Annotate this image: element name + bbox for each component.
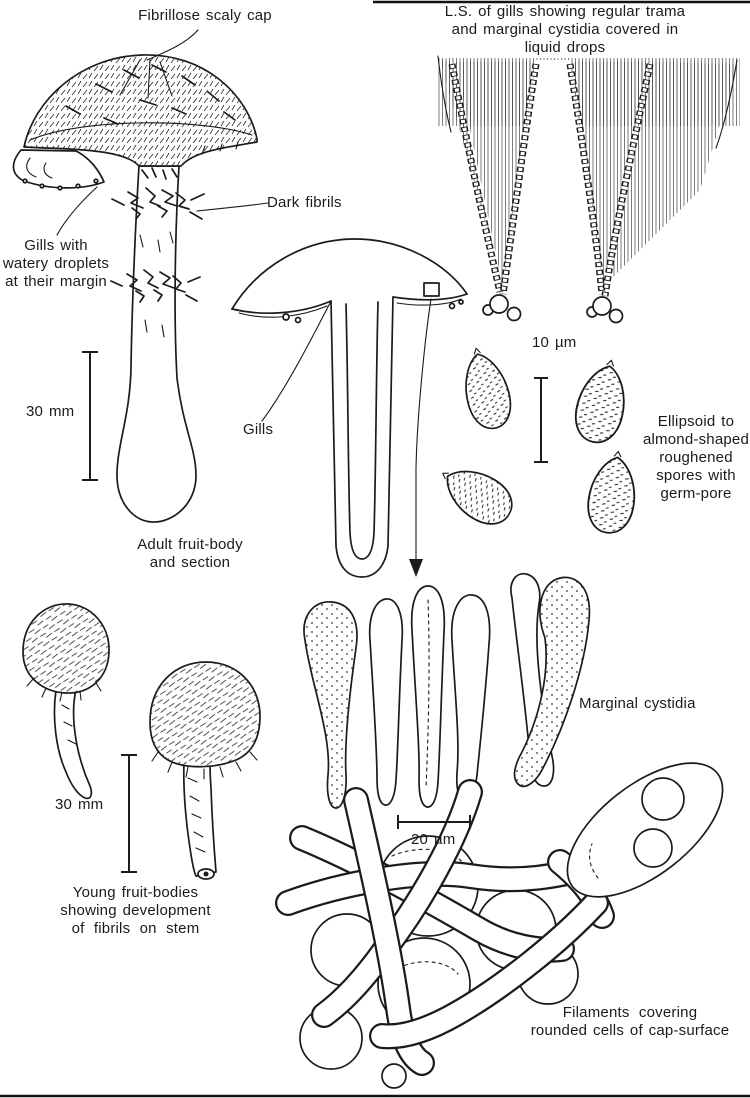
caption-line: roughened: [659, 449, 733, 466]
spores-drawing: [442, 347, 636, 534]
liquid-drops: [482, 294, 624, 324]
scale-bars: [82, 351, 548, 873]
adult-stem: [116, 165, 197, 523]
scale-label-10um: 10 µm: [532, 334, 577, 351]
caption-line: Young fruit-bodies: [72, 884, 199, 901]
scale-label-30mm-young: 30 mm: [55, 796, 104, 813]
caption-young: Young fruit-bodies showing development o…: [28, 884, 243, 938]
caption-line: of fibrils on stem: [71, 920, 200, 937]
gill-section-drawing: [437, 55, 740, 324]
section-view-drawing: [231, 238, 468, 578]
caption-line: rounded cells of cap-surface: [530, 1022, 730, 1039]
caption-line: spores with: [656, 467, 736, 484]
caption-line: L.S. of gills showing regular trama: [444, 3, 686, 20]
caption-spores: Ellipsoid to almond-shaped roughened spo…: [640, 413, 750, 503]
young-cap: [22, 603, 110, 702]
leader-dark-fibrils: [196, 202, 269, 212]
rounded-cell: [381, 1063, 407, 1089]
young-cap-2: [149, 661, 261, 780]
scale-bar-30mm-adult: [82, 351, 98, 481]
leader-fibrillose-cap: [146, 29, 199, 61]
caption-line: germ-pore: [660, 485, 732, 502]
caption-line: almond-shaped: [642, 431, 749, 448]
label-line: watery droplets: [2, 255, 110, 272]
leader-lines: [56, 29, 332, 422]
caption-line: showing development: [60, 902, 211, 919]
caption-line: and section: [149, 554, 231, 571]
caption-line: liquid drops: [524, 39, 606, 56]
filaments-drawing: [275, 762, 724, 1089]
label-dark-fibrils: Dark fibrils: [267, 194, 342, 211]
cystidium: [450, 594, 491, 801]
caption-line: Adult fruit-body: [137, 536, 243, 553]
caption-line: Ellipsoid to: [657, 413, 735, 430]
caption-adult: Adult fruit-body and section: [115, 536, 265, 572]
beaded-gill-margins: [448, 63, 654, 297]
label-line: Gills with: [24, 237, 88, 254]
cell-inclusion: [633, 828, 673, 868]
cystidium: [368, 598, 404, 806]
label-gills: Gills: [243, 421, 274, 438]
detail-arrow-line: [415, 298, 432, 561]
adult-gill-flap: [12, 149, 105, 191]
stem-dark-fibrils: [110, 167, 205, 338]
cystidia-drawing: [303, 572, 591, 809]
detail-marker-square: [423, 282, 440, 297]
leader-gill-drops: [56, 186, 98, 236]
scale-bar-20um: [397, 815, 471, 829]
cystidium: [410, 585, 446, 808]
scale-bar-10um: [534, 377, 548, 463]
adult-fruit-body-drawing: [12, 54, 258, 523]
young-stem: [53, 689, 93, 800]
young-stem-2: [182, 759, 217, 880]
leader-gills: [261, 300, 332, 422]
germ-pore: [613, 450, 622, 458]
cystidium: [303, 601, 358, 809]
germ-pore: [473, 347, 481, 355]
caption-filaments: Filaments covering rounded cells of cap-…: [510, 1004, 750, 1040]
young-fruit-bodies-drawing: [22, 603, 261, 880]
germ-pore: [606, 359, 614, 367]
scale-bar-30mm-young: [121, 754, 137, 873]
caption-line: Filaments covering: [562, 1004, 698, 1021]
scale-label-30mm-adult: 30 mm: [26, 403, 75, 420]
germ-pore: [442, 472, 449, 480]
scale-label-20um: 20 µm: [411, 831, 456, 848]
label-fibrillose-scaly-cap: Fibrillose scaly cap: [138, 7, 272, 24]
label-line: at their margin: [5, 273, 107, 290]
label-gill-drops: Gills with watery droplets at their marg…: [0, 237, 112, 291]
cystidium: [513, 576, 591, 788]
caption-ls-gills: L.S. of gills showing regular trama and …: [412, 3, 718, 57]
detail-arrow-head: [409, 559, 423, 577]
cell-inclusion: [641, 777, 685, 821]
adult-cap: [23, 54, 258, 167]
caption-line: and marginal cystidia covered in: [451, 21, 679, 38]
label-marginal-cystidia: Marginal cystidia: [579, 695, 696, 712]
